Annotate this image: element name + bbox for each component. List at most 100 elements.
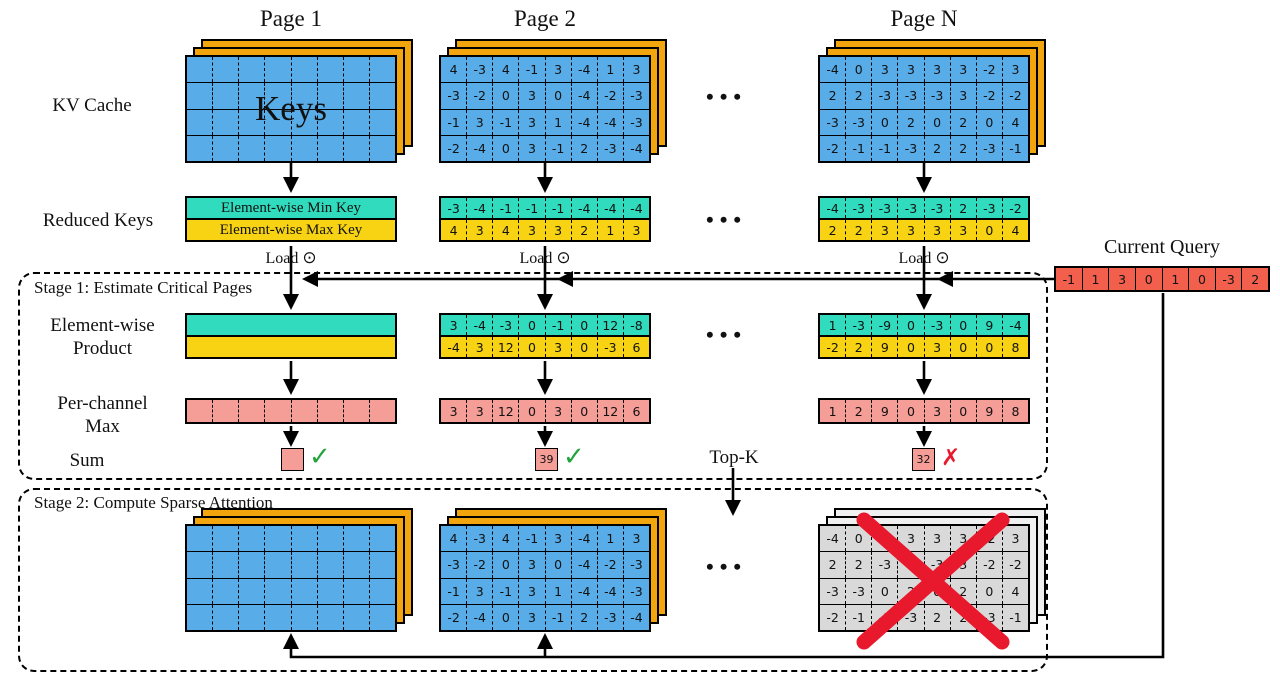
vector-cell: -1: [518, 198, 544, 218]
matrix-cell: -2: [975, 526, 1002, 552]
load-text: Load: [519, 250, 553, 267]
matrix-cell: -3: [826, 114, 839, 130]
vector-cell: -9: [871, 315, 897, 335]
matrix-cell: [264, 552, 290, 578]
current-query-label: Current Query: [1103, 236, 1221, 258]
sum-box-page1: [281, 448, 304, 471]
check-icon-page1: ✓: [309, 442, 331, 472]
vector-cell: 2: [949, 198, 976, 218]
per-channel-max-line2: Max: [85, 416, 120, 437]
matrix-cell: 0: [544, 552, 571, 578]
odot-icon: ⊙: [302, 248, 317, 267]
matrix-cell: -1: [845, 604, 871, 630]
vector-cell: 9: [975, 315, 1002, 335]
matrix-cell: -2: [1001, 552, 1028, 578]
odot-icon: ⊙: [556, 248, 571, 267]
vector-cell: 3: [949, 220, 976, 240]
load-text: Load: [265, 250, 299, 267]
ellipsis-reduced-icon: •••: [706, 207, 748, 232]
vector-cell: 0: [897, 315, 923, 335]
matrix-cell: [290, 604, 317, 630]
matrix-cell: 3: [518, 552, 544, 578]
matrix-cell: -4: [826, 62, 839, 78]
min-key-label: Element-wise Min Key: [221, 199, 361, 216]
matrix-cell: 1: [596, 57, 623, 83]
vector-cell: 0: [570, 337, 597, 357]
matrix-cell: 2: [845, 552, 871, 578]
matrix-cell: [212, 109, 238, 135]
vector-cell: 0: [949, 337, 976, 357]
matrix-cell: [264, 604, 290, 630]
matrix-cell: [316, 552, 343, 578]
matrix-cell: 3: [949, 552, 976, 578]
matrix-row: [187, 108, 395, 135]
matrix-cell: [212, 526, 238, 552]
vector-cell: 3: [466, 220, 492, 240]
vector-cell: 3: [544, 220, 571, 240]
matrix-cell: -3: [845, 109, 871, 135]
matrix-cell: 3: [923, 526, 950, 552]
matrix-cell: 2: [897, 109, 923, 135]
matrix-cell: -2: [466, 552, 492, 578]
vector-cell: 9: [871, 400, 897, 422]
matrix-cell: -1: [544, 135, 571, 161]
matrix-cell: [342, 526, 369, 552]
vector-cell: 0: [949, 400, 976, 422]
vector-cell: 3: [897, 220, 923, 240]
matrix-cell: -2: [975, 552, 1002, 578]
matrix-cell: 0: [492, 83, 518, 109]
vector-cell: -1: [492, 198, 518, 218]
elementwise-product-line2: Product: [72, 338, 133, 359]
matrix-cell: -1: [447, 114, 460, 130]
keys-label: Keys: [255, 89, 327, 128]
matrix-cell: [264, 57, 290, 83]
matrix-cell: -3: [923, 552, 950, 578]
vector-cell: 3: [466, 337, 492, 357]
matrix-cell: -3: [447, 557, 460, 573]
matrix-cell: 2: [949, 578, 976, 604]
matrix-cell: -3: [466, 57, 492, 83]
matrix-cell: 3: [518, 604, 544, 630]
matrix-cell: 3: [949, 57, 976, 83]
matrix-cell: -4: [570, 552, 597, 578]
matrix-cell: [238, 578, 264, 604]
matrix-row: [187, 526, 395, 552]
matrix-cell: -3: [871, 552, 897, 578]
sum-box-page2: 39: [535, 448, 558, 471]
matrix-cell: 2: [570, 135, 597, 161]
matrix-cell: -1: [871, 135, 897, 161]
matrix-cell: [316, 57, 343, 83]
cross-icon-pageN: ✗: [941, 445, 961, 471]
vector-cell: -4: [466, 198, 492, 218]
matrix-cell: -2: [975, 83, 1002, 109]
vector-cell: 0: [1188, 268, 1215, 290]
matrix-cell: -3: [845, 578, 871, 604]
matrix-cell: [290, 83, 317, 109]
matrix-cell: 2: [923, 604, 950, 630]
sparse-matrix-page1: [185, 524, 397, 632]
matrix-cell: -3: [447, 88, 460, 104]
vector-cell: 1: [828, 317, 837, 333]
matrix-cell: 3: [622, 57, 649, 83]
vector-cell: 6: [622, 337, 649, 357]
vector-cell: 9: [975, 400, 1002, 422]
matrix-cell: -3: [923, 83, 950, 109]
matrix-cell: 0: [871, 578, 897, 604]
vector-cell: -8: [622, 315, 649, 335]
matrix-cell: -1: [845, 135, 871, 161]
vector-cell: 2: [828, 222, 837, 238]
matrix-cell: 3: [1001, 526, 1028, 552]
matrix-cell: [212, 400, 238, 422]
vector-cell: 12: [492, 400, 518, 422]
stage1-box: [18, 272, 1048, 480]
matrix-cell: [290, 578, 317, 604]
